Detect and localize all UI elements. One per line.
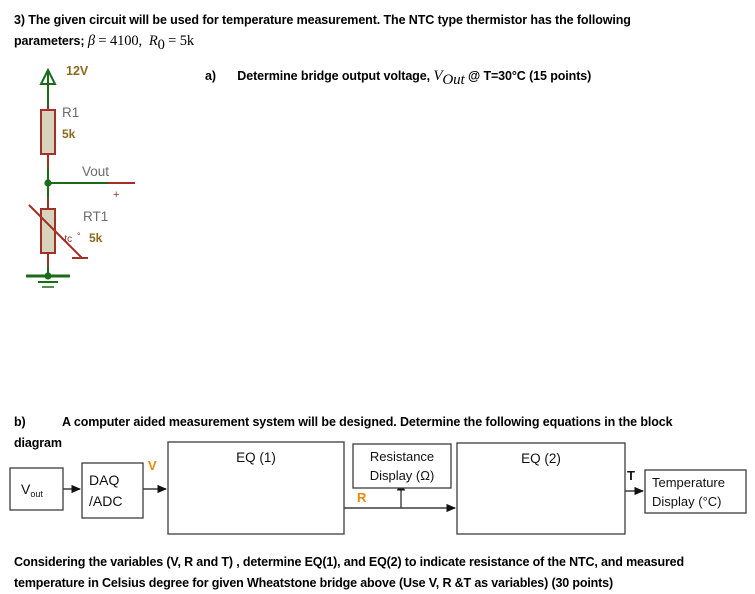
block-resistance-display[interactable]: Resistance Display (Ω): [352, 443, 452, 489]
circuit-schematic: 12V R1 5k Vout + RT1 5k -tc °: [0, 48, 210, 303]
thermistor-rt1: [40, 208, 56, 254]
part-b-line1: A computer aided measurement system will…: [62, 415, 673, 429]
block-temperature-line2: Display (°C): [652, 494, 721, 509]
beta-symbol: β: [87, 33, 95, 49]
part-a-line: a) Determine bridge output voltage, VOut…: [205, 68, 591, 89]
rt1-name-label: RT1: [83, 209, 108, 224]
supply-label: 12V: [66, 64, 89, 78]
block-daq-adc[interactable]: DAQ /ADC: [81, 462, 144, 519]
ground-symbol: [26, 272, 70, 288]
question-number: 3): [14, 13, 25, 27]
signal-label-t: T: [627, 468, 635, 483]
bottom-note: Considering the variables (V, R and T) ,…: [14, 552, 740, 594]
negative-tc-label: -tc: [61, 234, 72, 245]
r1-value-label: 5k: [62, 127, 76, 141]
thermistor-slash-tail: [71, 247, 83, 259]
vout-plus-label: +: [113, 189, 119, 201]
bottom-note-line2: temperature in Celsius degree for given …: [14, 576, 613, 590]
block-temperature-display[interactable]: Temperature Display (°C): [644, 469, 747, 514]
block-resistance-line2: Display (Ω): [370, 468, 435, 483]
r0-symbol: R: [148, 33, 158, 49]
part-a-text-pre: Determine bridge output voltage,: [237, 69, 430, 83]
question-line1: The given circuit will be used for tempe…: [28, 13, 631, 27]
degree-dot-icon: °: [77, 231, 81, 241]
thermistor-slash: [28, 204, 73, 249]
block-diagram: Vout DAQ /ADC V EQ (1) R Resistance Disp…: [0, 430, 755, 550]
r0-equation: = 5k: [168, 33, 195, 49]
r0-subscript: 0: [157, 37, 165, 54]
block-resistance-line1: Resistance: [370, 449, 434, 464]
beta-equation: = 4100,: [98, 33, 143, 49]
block-daq-line1: DAQ: [89, 472, 119, 488]
block-eq2[interactable]: EQ (2): [456, 442, 626, 535]
vout-subscript: Out: [442, 72, 465, 89]
resistor-r1: [40, 109, 56, 155]
part-a-text-post: @ T=30°C (15 points): [467, 69, 592, 83]
block-vout[interactable]: Vout: [9, 467, 64, 511]
vout-label: Vout: [82, 164, 109, 179]
block-temperature-line1: Temperature: [652, 475, 725, 490]
part-b-line2: diagram: [14, 436, 62, 450]
signal-label-r: R: [357, 490, 367, 505]
part-a-label: a): [205, 69, 216, 83]
r1-name-label: R1: [62, 105, 79, 120]
question-line2-prefix: parameters;: [14, 34, 85, 48]
block-daq-line2: /ADC: [89, 493, 122, 509]
part-b-label: b): [14, 415, 26, 429]
question-heading: 3) The given circuit will be used for te…: [14, 10, 714, 56]
block-eq1[interactable]: EQ (1): [167, 441, 345, 535]
block-eq2-label: EQ (2): [521, 451, 561, 466]
rt1-value-label: 5k: [89, 231, 103, 245]
block-eq1-label: EQ (1): [236, 450, 276, 465]
part-b-text: b) A computer aided measurement system wi…: [14, 412, 734, 454]
bottom-note-line1: Considering the variables (V, R and T) ,…: [14, 555, 684, 569]
signal-label-v: V: [148, 458, 157, 473]
vout-symbol: V: [433, 68, 443, 84]
